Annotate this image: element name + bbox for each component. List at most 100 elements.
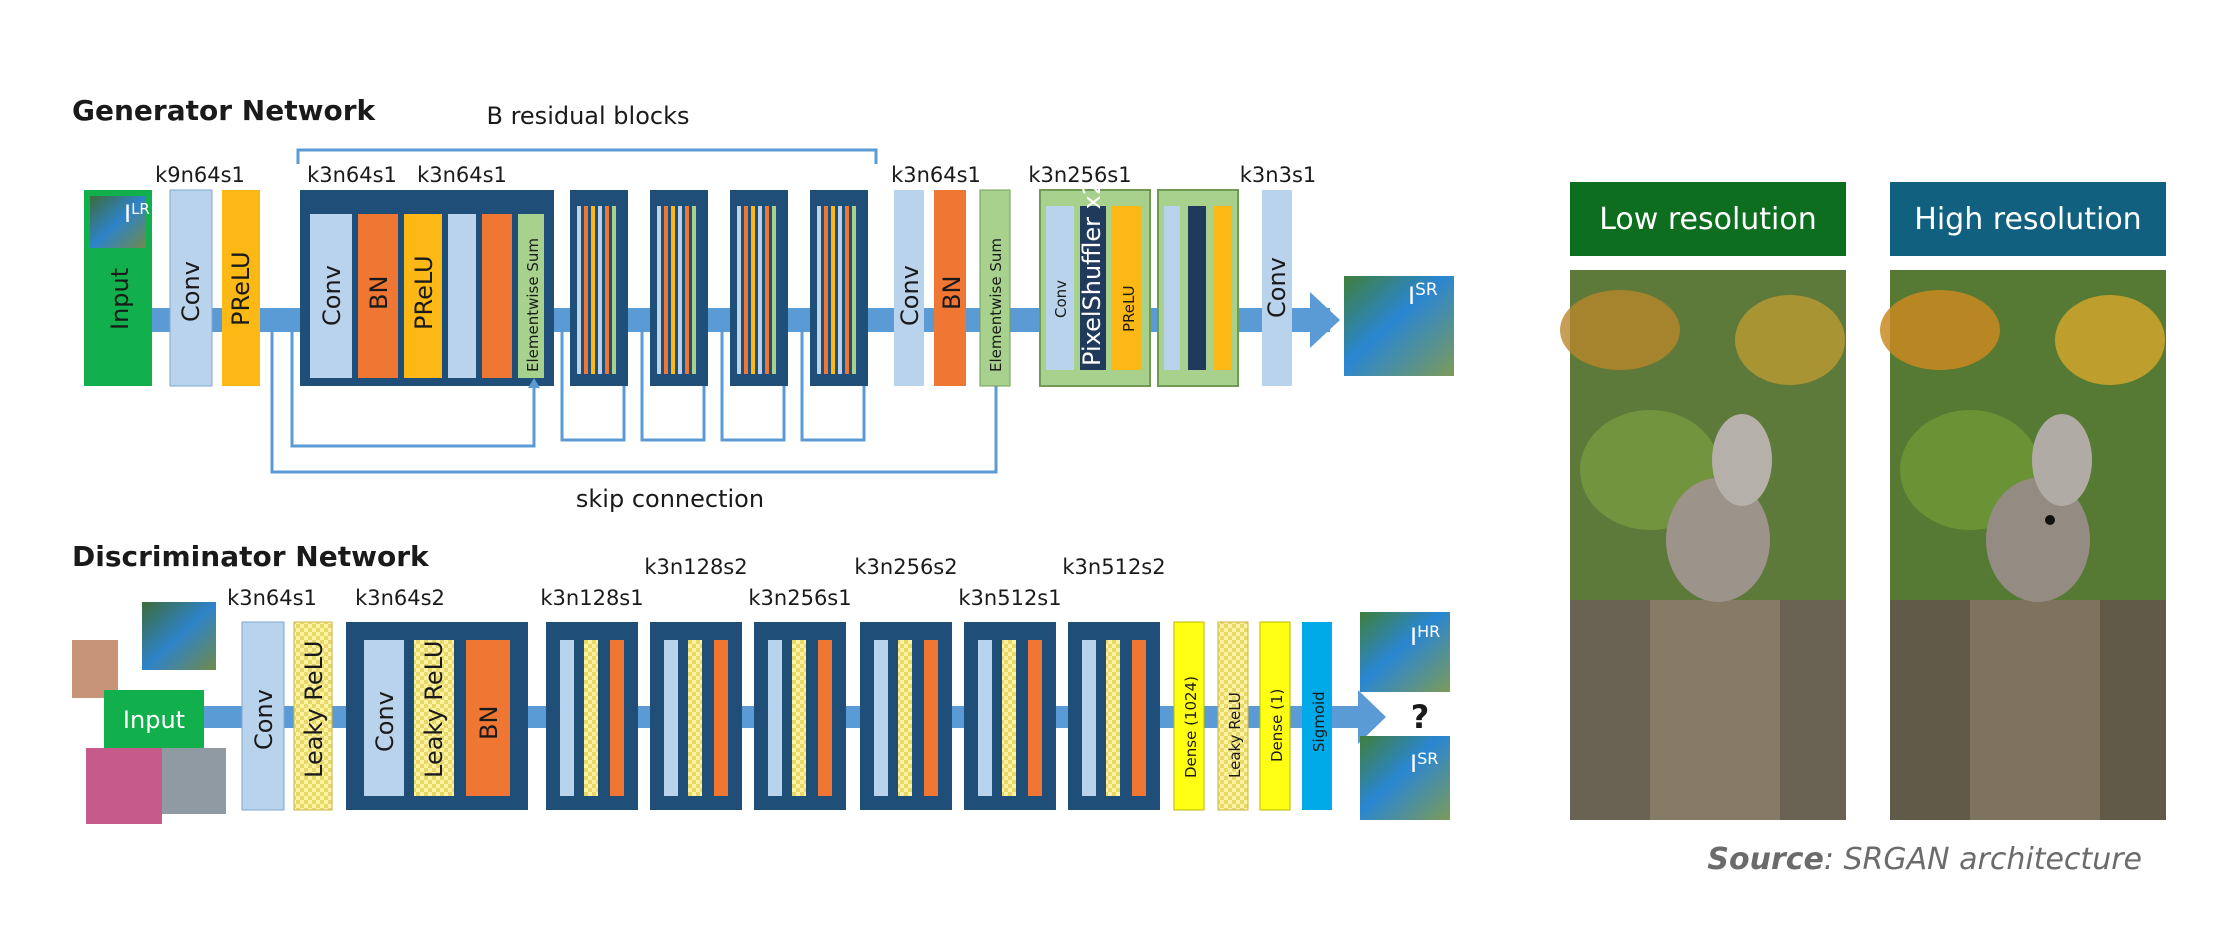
disc-layer-label-1: k3n64s1 [227, 586, 317, 610]
upsample-2-conv [1164, 206, 1180, 370]
disc-input-label: Input [123, 706, 185, 734]
gen-layer-label-5: k3n256s1 [1028, 163, 1131, 187]
res-conv-a-label: Conv [318, 265, 346, 326]
res-prelu-label: PReLU [410, 255, 438, 330]
disc-block-7 [1068, 622, 1160, 810]
upsample-prelu-label: PReLU [1120, 285, 1138, 332]
res-prelu [404, 214, 442, 378]
disc-layer-label-5: k3n256s1 [748, 586, 851, 610]
input-photo-animal [162, 748, 226, 814]
disc-hr-image [1360, 612, 1450, 692]
pixelshuffler [1080, 206, 1106, 370]
disc-block-bn-label: BN [475, 706, 503, 740]
dense-1 [1259, 621, 1291, 811]
residual-block-2 [570, 190, 628, 386]
disc-layer-label-3: k3n128s1 [540, 586, 643, 610]
high-resolution-header: High resolution [1890, 182, 2166, 256]
disc-leaky-relu-2-label: Leaky ReLU [1226, 692, 1244, 778]
upsample-conv-label: Conv [1052, 280, 1070, 318]
disc-conv-1 [241, 621, 285, 811]
gen-prelu-1 [222, 190, 260, 386]
final-conv [1262, 190, 1292, 386]
source-prefix: Source [1707, 842, 1824, 877]
residual-block-5 [810, 190, 868, 386]
input-photo-face [72, 640, 118, 698]
residual-block-3 [650, 190, 708, 386]
residual-bracket [296, 148, 878, 164]
pixelshuffler-label: PixelShuffler x2 [1078, 180, 1106, 366]
res-conv-b [448, 214, 476, 378]
disc-sr-badge: ISR [1410, 749, 1438, 778]
disc-layer-label-6: k3n256s2 [854, 555, 957, 579]
post-bn [934, 190, 966, 386]
upsample-prelu [1112, 206, 1142, 370]
res-bn-a-label: BN [365, 276, 393, 310]
input-photo-bird [142, 602, 216, 670]
disc-leaky-relu-2 [1217, 621, 1249, 811]
low-res-photo [1560, 270, 1846, 820]
gen-layer-label-4: k3n64s1 [891, 163, 981, 187]
disc-input-block [104, 690, 204, 748]
upsample-2-pixelshuffler [1188, 206, 1206, 370]
disc-layer-label-2: k3n64s2 [355, 586, 445, 610]
sigmoid [1302, 622, 1332, 810]
gen-conv-1-label: Conv [177, 261, 205, 322]
residual-block-4 [730, 190, 788, 386]
upsample-2-prelu [1214, 206, 1232, 370]
residual-blocks-label: B residual blocks [486, 102, 689, 130]
disc-layer-label-4: k3n128s2 [644, 555, 747, 579]
disc-block-conv-label: Conv [371, 691, 399, 752]
source-caption: Source: SRGAN architecture [1707, 842, 2142, 877]
gen-layer-label-6: k3n3s1 [1240, 163, 1317, 187]
gen-sr-badge: ISR [1408, 280, 1438, 310]
disc-leaky-relu-1 [293, 621, 333, 811]
disc-block-5 [860, 622, 952, 810]
gen-input-label: Input [106, 268, 134, 330]
disc-block-leaky-relu [414, 640, 454, 796]
disc-arrowhead [1358, 690, 1386, 744]
skip-arrowhead-1 [528, 378, 540, 388]
residual-skip-loops [290, 320, 866, 448]
disc-conv-1-label: Conv [250, 689, 278, 750]
disc-block-leaky-relu-label: Leaky ReLU [420, 641, 448, 778]
dense-1024 [1173, 621, 1205, 811]
disc-hr-badge: IHR [1410, 622, 1440, 651]
skip-connection-label: skip connection [576, 485, 764, 513]
post-elementwise-sum [979, 189, 1011, 387]
lr-badge: ILR [124, 200, 150, 228]
post-bn-label: BN [938, 276, 966, 310]
disc-block-2 [546, 622, 638, 810]
lr-thumbnail [90, 196, 146, 248]
res-bn-a [358, 214, 398, 378]
res-bn-b [482, 214, 512, 378]
disc-question-mark: ? [1411, 698, 1430, 736]
post-conv-label: Conv [896, 265, 924, 326]
post-conv [894, 190, 924, 386]
res-elementwise-sum [518, 214, 544, 378]
gen-layer-label-2: k3n64s1 [307, 163, 397, 187]
input-photo-butterfly [86, 748, 162, 824]
disc-layer-label-8: k3n512s2 [1062, 555, 1165, 579]
discriminator-title: Discriminator Network [72, 540, 430, 573]
generator-arrowhead [1310, 292, 1340, 348]
sigmoid-label: Sigmoid [1310, 691, 1328, 752]
source-text: : SRGAN architecture [1823, 842, 2142, 877]
res-conv-a [310, 214, 352, 378]
disc-block-6 [964, 622, 1056, 810]
disc-sr-image [1360, 736, 1450, 820]
disc-block-conv [364, 640, 404, 796]
res-elementwise-sum-label: Elementwise Sum [524, 238, 542, 372]
disc-leaky-relu-1-label: Leaky ReLU [300, 641, 328, 778]
dense-1024-label: Dense (1024) [1182, 676, 1200, 778]
gen-prelu-1-label: PReLU [227, 251, 255, 326]
high-res-photo [1880, 270, 2166, 820]
disc-block-3 [650, 622, 742, 810]
disc-block-4 [754, 622, 846, 810]
disc-layer-label-7: k3n512s1 [958, 586, 1061, 610]
post-elementwise-sum-label: Elementwise Sum [987, 238, 1005, 372]
gen-layer-label-3: k3n64s1 [417, 163, 507, 187]
dense-1-label: Dense (1) [1268, 689, 1286, 762]
low-resolution-header: Low resolution [1570, 182, 1846, 256]
long-skip-connection [270, 320, 998, 474]
